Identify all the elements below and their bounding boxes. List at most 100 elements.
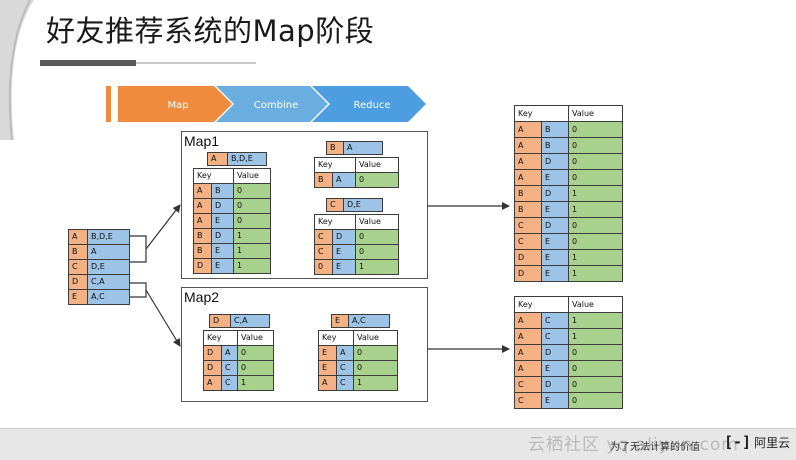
table-cell: E	[332, 259, 356, 275]
table-cell: 0	[568, 376, 623, 393]
table-cell: C	[514, 376, 542, 393]
input-table-value: A	[87, 244, 130, 260]
input-value-cell: A	[343, 141, 383, 155]
title-underline-thin	[136, 62, 256, 64]
table-cell: C	[221, 360, 238, 376]
input-value-cell: C,A	[230, 314, 270, 328]
pipeline-step-combine: Combine	[254, 100, 298, 111]
table-cell: D	[211, 198, 234, 214]
table-cell: C	[541, 312, 569, 329]
table-cell: 0	[353, 345, 398, 361]
table-header-value: Value	[568, 105, 623, 122]
table-cell: D	[541, 376, 569, 393]
table-cell: 0	[233, 198, 271, 214]
table-cell: E	[211, 243, 234, 259]
brand-logo: [-] 阿里云	[724, 433, 790, 451]
input-key-cell: E	[331, 314, 349, 328]
table-cell: D	[514, 265, 542, 282]
table-header-value: Value	[355, 157, 399, 173]
table-cell: 1	[233, 243, 271, 259]
combine-step-shape	[216, 86, 328, 122]
table-cell: A	[514, 328, 542, 345]
table-cell: E	[541, 392, 569, 409]
table-cell: 1	[233, 258, 271, 274]
table-cell: C	[336, 375, 354, 391]
table-cell: D	[541, 153, 569, 170]
table-cell: B	[541, 137, 569, 154]
table-cell: E	[541, 169, 569, 186]
table-cell: B	[193, 228, 212, 244]
table-cell: E	[211, 258, 234, 274]
table-cell: C	[314, 244, 333, 260]
input-key-cell: C	[326, 198, 344, 212]
table-cell: 1	[568, 185, 623, 202]
table-cell: 0	[568, 360, 623, 377]
pipeline-arrows: Map Combine Reduce	[106, 86, 426, 122]
table-cell: E	[541, 233, 569, 250]
table-cell: A	[514, 169, 542, 186]
table-header-key: Key	[314, 214, 356, 230]
table-cell: 1	[568, 249, 623, 266]
table-cell: D	[332, 229, 356, 245]
table-cell: 0	[568, 121, 623, 138]
input-table-value: C,A	[87, 274, 130, 290]
table-cell: B	[541, 121, 569, 138]
bracket-bottom	[130, 282, 147, 298]
table-cell: 1	[568, 201, 623, 218]
table-cell: B	[314, 172, 333, 188]
table-cell: 0	[353, 360, 398, 376]
input-table-key: B	[68, 244, 88, 260]
table-cell: A	[193, 183, 212, 199]
table-cell: C	[514, 233, 542, 250]
input-key-cell: A	[207, 152, 228, 166]
table-cell: 0	[568, 233, 623, 250]
table-header-value: Value	[233, 168, 271, 184]
table-header-key: Key	[314, 157, 356, 173]
table-header-value: Value	[568, 296, 623, 313]
table-cell: B	[514, 185, 542, 202]
table-cell: 0	[314, 259, 333, 275]
table-cell: 0	[233, 183, 271, 199]
table-cell: 0	[568, 344, 623, 361]
input-table-value: B,D,E	[87, 229, 130, 245]
input-value-cell: B,D,E	[227, 152, 267, 166]
table-header-value: Value	[353, 330, 398, 346]
table-cell: 0	[355, 244, 399, 260]
table-cell: 0	[237, 360, 274, 376]
table-cell: B	[211, 183, 234, 199]
table-cell: 1	[568, 328, 623, 345]
table-cell: B	[193, 243, 212, 259]
map2-label: Map2	[184, 289, 220, 305]
table-cell: 0	[568, 392, 623, 409]
table-cell: E	[318, 345, 337, 361]
arrow-to-map1	[145, 204, 181, 250]
table-cell: A	[318, 375, 337, 391]
footer-slogan: 为了无法计算的价值	[610, 442, 700, 453]
table-cell: A	[514, 121, 542, 138]
table-cell: A	[336, 345, 354, 361]
pipeline-left-bar	[106, 86, 111, 122]
table-cell: D	[203, 360, 222, 376]
table-cell: A	[221, 345, 238, 361]
table-cell: E	[541, 265, 569, 282]
table-cell: E	[318, 360, 337, 376]
table-cell: B	[514, 201, 542, 218]
table-cell: D	[193, 258, 212, 274]
aliyun-logo-icon: [-]	[724, 433, 752, 451]
page-title: 好友推荐系统的Map阶段	[46, 14, 375, 48]
table-cell: E	[541, 201, 569, 218]
table-cell: D	[514, 249, 542, 266]
table-cell: D	[541, 344, 569, 361]
brand-name: 阿里云	[754, 435, 791, 450]
table-cell: 1	[355, 259, 399, 275]
input-key-cell: B	[326, 141, 344, 155]
table-cell: A	[514, 360, 542, 377]
table-cell: A	[193, 213, 212, 229]
input-table-key: C	[68, 259, 88, 275]
table-cell: 1	[568, 312, 623, 329]
input-value-cell: A,C	[348, 314, 390, 328]
watermark-text: 云栖社区 yq.aliyun.com	[528, 435, 739, 455]
table-cell: 1	[568, 265, 623, 282]
table-cell: E	[541, 249, 569, 266]
